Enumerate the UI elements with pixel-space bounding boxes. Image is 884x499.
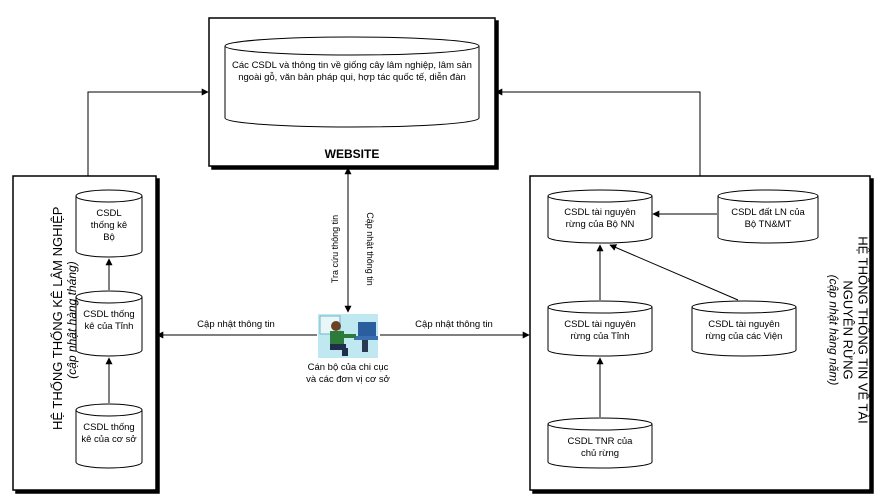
db-tnr-chu-rung-label: CSDL TNR của chủ rừng [567, 436, 633, 459]
left-system-title-text: HỆ THỐNG THỐNG KÊ LÂM NGHIỆP [50, 206, 65, 430]
left-system-subtitle: (cập nhật hàng tháng) [65, 261, 79, 379]
arrow-right-to-website [495, 88, 701, 176]
left-flow-label: Cập nhật thông tin [197, 319, 275, 330]
arrow-vien-to-bonn [609, 244, 739, 301]
db-thong-ke-bo [75, 189, 143, 258]
db-tnr-tinh [547, 300, 653, 357]
db-tnr-chu-rung [547, 417, 653, 469]
right-system-title-text: HỆ THỐNG THÔNG TIN VỀ TÀI NGUYÊN RỪNG [840, 236, 871, 424]
arrow-left-to-website [87, 88, 209, 176]
db-thong-ke-co-so-label: CSDL thống kê của cơ sở [81, 422, 137, 445]
right-flow-label: Cập nhật thông tin [415, 319, 493, 330]
right-system-subtitle: (cập nhật hàng năm) [826, 274, 841, 386]
worker-label: Cán bộ của chi cục và các đơn vị cơ sở [306, 362, 390, 385]
db-tnr-vien [691, 300, 797, 357]
db-tnr-bo-nn [547, 189, 653, 244]
db-thong-ke-bo-label: CSDL thống kê Bộ [90, 208, 128, 243]
db-dat-ln-bo-tnmt [717, 189, 819, 244]
website-database [224, 36, 480, 128]
left-system-title: HỆ THỐNG THỐNG KÊ LÂM NGHIỆP (cập nhật h… [50, 206, 80, 430]
website-db-text: Các CSDL và thông tin về giống cây lâm n… [232, 60, 472, 83]
db-tnr-vien-label: CSDL tài nguyên rừng của các Viện [705, 319, 783, 342]
update-up-label: Cập nhật thông tin [365, 212, 375, 286]
office-worker-image [318, 314, 378, 358]
db-tnr-bo-nn-label: CSDL tài nguyên rừng của Bộ NN [564, 207, 636, 230]
db-dat-ln-label: CSDL đất LN của Bộ TN&MT [731, 207, 805, 230]
db-thong-ke-tinh-label: CSDL thống kê của Tỉnh [83, 309, 135, 332]
right-system-title: HỆ THỐNG THÔNG TIN VỀ TÀI NGUYÊN RỪNG (c… [826, 210, 871, 450]
website-title: WEBSITE [324, 147, 380, 161]
db-tnr-tinh-label: CSDL tài nguyên rừng của Tỉnh [564, 319, 636, 342]
db-thong-ke-co-so [75, 403, 143, 469]
db-thong-ke-tinh [75, 290, 143, 357]
lookup-label: Tra cứu thông tin [330, 214, 340, 284]
